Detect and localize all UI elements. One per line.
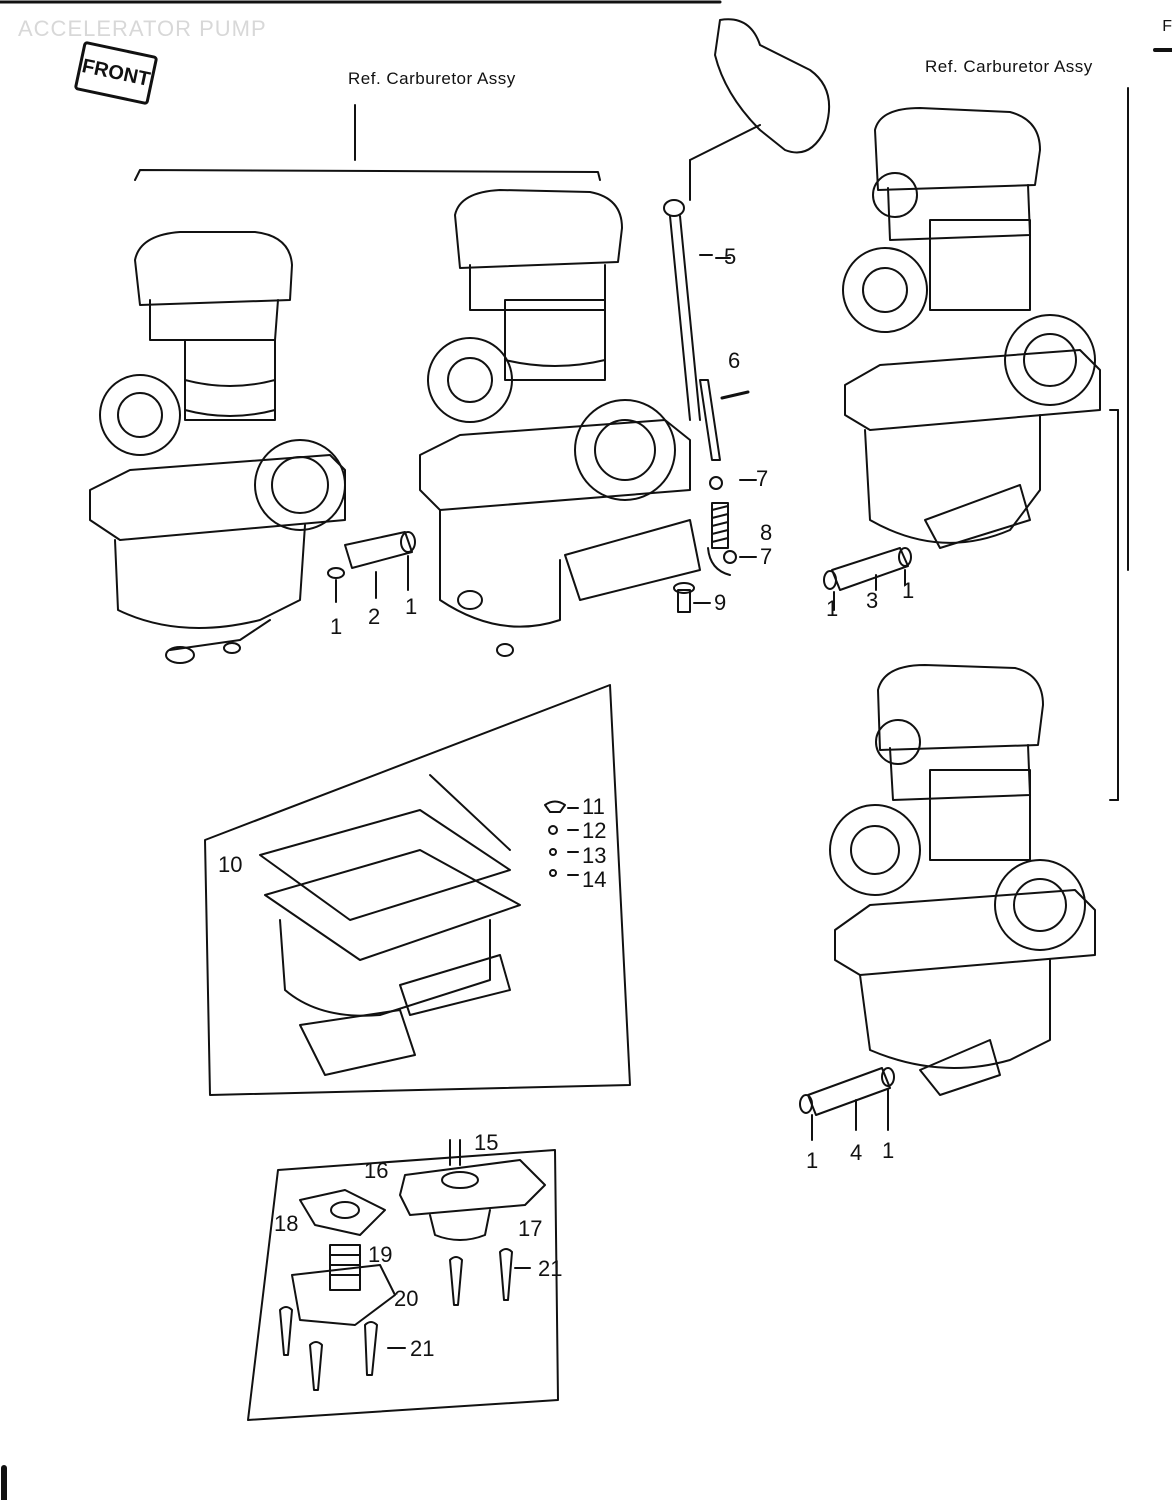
ref-bracket-right xyxy=(1109,87,1129,801)
carburetor-4 xyxy=(829,664,1096,1096)
callout-1: 1 xyxy=(902,578,915,603)
rod-5 xyxy=(663,18,831,461)
callout-17: 17 xyxy=(518,1216,543,1241)
pipe-4 xyxy=(799,1067,895,1141)
carburetor-2 xyxy=(419,189,701,657)
carburetor-1 xyxy=(89,231,346,664)
kit-box xyxy=(204,684,631,1096)
pipe-2 xyxy=(327,531,416,603)
callout-21: 21 xyxy=(538,1256,563,1281)
callout-19: 19 xyxy=(368,1242,393,1267)
callout-8: 8 xyxy=(760,520,773,545)
callout-2: 2 xyxy=(368,604,381,629)
callout-12: 12 xyxy=(582,818,607,843)
callout-3: 3 xyxy=(866,588,879,613)
pipe-3 xyxy=(823,547,912,611)
callout-14: 14 xyxy=(582,867,607,892)
part-6-7-8-9 xyxy=(673,257,757,613)
page-title: ACCELERATOR PUMP xyxy=(18,16,267,41)
callout-1: 1 xyxy=(330,614,343,639)
callout-21: 21 xyxy=(410,1336,435,1361)
callout-20: 20 xyxy=(394,1286,419,1311)
callout-10: 10 xyxy=(218,852,243,877)
callout-13: 13 xyxy=(582,843,607,868)
callout-15: 15 xyxy=(474,1130,499,1155)
ref-bracket-left xyxy=(134,104,601,181)
callout-16: 16 xyxy=(364,1158,389,1183)
callout-7: 7 xyxy=(756,466,769,491)
ref-label-left: Ref. Carburetor Assy xyxy=(348,69,516,88)
callout-1: 1 xyxy=(882,1138,895,1163)
corner-mark: F xyxy=(1162,18,1172,35)
callout-1: 1 xyxy=(806,1148,819,1173)
callout-1: 1 xyxy=(405,594,418,619)
callout-7: 7 xyxy=(760,544,773,569)
callout-18: 18 xyxy=(274,1211,299,1236)
callout-11: 11 xyxy=(582,794,605,819)
callout-5: 5 xyxy=(724,244,737,269)
callout-9: 9 xyxy=(714,590,727,615)
callout-6: 6 xyxy=(728,348,741,373)
pump-box xyxy=(247,1139,559,1421)
callout-1: 1 xyxy=(826,596,839,621)
callout-4: 4 xyxy=(850,1140,863,1165)
ref-label-right: Ref. Carburetor Assy xyxy=(925,57,1093,76)
carburetor-3 xyxy=(842,107,1101,549)
